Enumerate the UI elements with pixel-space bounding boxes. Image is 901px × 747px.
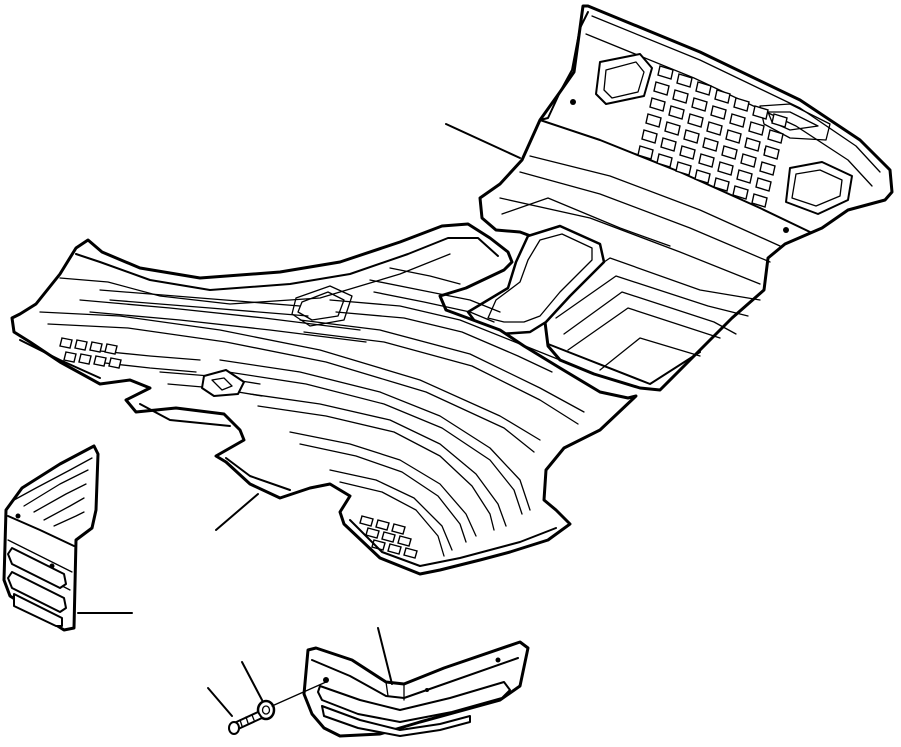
front-mat-pad: [375, 519, 390, 531]
front-mat-pad: [365, 527, 380, 539]
rear-mat-pad: [679, 145, 696, 160]
step-trim-panel: [302, 640, 530, 738]
front-mat-pad: [108, 357, 122, 369]
rear-mat-pad: [676, 73, 693, 88]
leader-lines: [77, 123, 521, 717]
rear-mat-pad: [752, 105, 769, 120]
leader-step-trim-panel: [377, 627, 393, 685]
front-mat-pad: [93, 355, 107, 367]
rear-mat-pad: [744, 137, 761, 152]
rear-mat-pad: [664, 121, 681, 136]
leader-front-floor-mat: [215, 493, 259, 531]
rear-mat-pad: [637, 145, 654, 160]
leader-washer: [241, 661, 263, 701]
rear-mat-pad: [691, 97, 708, 112]
rear-mat-pad: [736, 169, 753, 184]
front-mat-pad: [403, 547, 418, 559]
rear-mat-pad: [702, 137, 719, 152]
front-mat-pad: [74, 339, 88, 351]
front-mat-pad: [391, 523, 406, 535]
front-mat-pad: [78, 353, 92, 365]
front-mat-pad: [387, 543, 402, 555]
front-mat-right-pads: [359, 515, 418, 559]
rear-mat-pad: [729, 113, 746, 128]
rear-mat-pad: [683, 129, 700, 144]
leader-screw: [207, 687, 233, 717]
rear-mat-pad: [672, 89, 689, 104]
rear-mat-pad: [695, 81, 712, 96]
rear-mat-pad: [706, 121, 723, 136]
front-mat-pad: [104, 343, 118, 355]
rear-mat-pad: [732, 185, 749, 200]
rear-mat-pad: [771, 113, 788, 128]
leader-rear-floor-mat: [445, 123, 521, 159]
rear-mat-pad: [748, 121, 765, 136]
rear-mat-pad: [698, 153, 715, 168]
front-mat-pad: [397, 535, 412, 547]
front-floor-mat: [10, 222, 638, 576]
rear-mat-pad: [721, 145, 738, 160]
rear-mat-pad: [660, 137, 677, 152]
rear-mat-pad: [649, 97, 666, 112]
rear-mat-pad: [713, 177, 730, 192]
rear-mat-pad: [675, 161, 692, 176]
screw: [228, 711, 263, 735]
rear-mat-pad-grid: [637, 65, 788, 208]
rear-mat-pad: [759, 161, 776, 176]
rear-floor-mat: [466, 4, 894, 392]
front-mat-left-pads: [59, 337, 122, 369]
rear-mat-pad: [714, 89, 731, 104]
front-mat-pad: [59, 337, 73, 349]
rear-mat-pad: [725, 129, 742, 144]
washer: [256, 699, 276, 721]
front-mat-pad: [359, 515, 374, 527]
rear-mat-pad: [687, 113, 704, 128]
rear-mat-pad: [733, 97, 750, 112]
rear-mat-pad: [656, 153, 673, 168]
front-mat-pad: [381, 531, 396, 543]
rear-mat-pad: [641, 129, 658, 144]
rear-mat-pad: [755, 177, 772, 192]
rear-mat-pad: [751, 193, 768, 208]
rear-mat-pad: [763, 145, 780, 160]
left-side-trim-panel: [2, 444, 100, 632]
rear-mat-pad: [717, 161, 734, 176]
front-mat-pad: [63, 351, 77, 363]
rear-mat-pad: [668, 105, 685, 120]
leader-washer-to-panel: [271, 681, 327, 707]
rear-mat-pad: [710, 105, 727, 120]
front-mat-pad: [371, 539, 386, 551]
rear-mat-pad: [694, 169, 711, 184]
rear-mat-pad: [657, 65, 674, 80]
front-mat-pad: [89, 341, 103, 353]
rear-mat-pad: [767, 129, 784, 144]
rear-mat-pad: [740, 153, 757, 168]
rear-mat-pad: [645, 113, 662, 128]
rear-mat-pad: [653, 81, 670, 96]
